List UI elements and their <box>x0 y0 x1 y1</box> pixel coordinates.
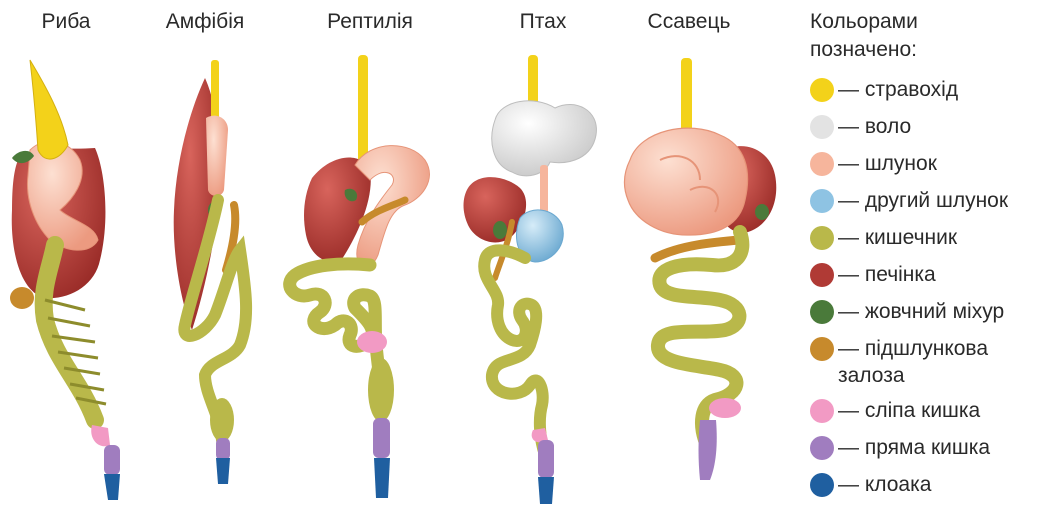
color-legend: Кольорами позначено: — стравохід — воло … <box>810 8 1042 508</box>
cloaca-color-swatch <box>810 473 834 497</box>
reptile-rectum <box>373 418 390 458</box>
mammal-rectum <box>699 420 717 480</box>
legend-label: — другий шлунок <box>838 187 1008 214</box>
legend-item-liver: — печінка <box>810 261 1042 298</box>
legend-item-stomach: — шлунок <box>810 150 1042 187</box>
reptile-cloaca <box>374 458 390 498</box>
intestine-color-swatch <box>810 226 834 250</box>
digestive-systems-figure: Риба Амфібія Рептилія Птах Ссавець <box>0 0 800 516</box>
reptile-caecum <box>357 331 387 353</box>
legend-label: — стравохід <box>838 76 958 103</box>
mammal-stomach <box>624 128 747 235</box>
legend-item-pancreas: — підшлункова залоза <box>810 335 1042 397</box>
mammal-digestive-system <box>624 58 776 480</box>
crop-color-swatch <box>810 115 834 139</box>
caecum-color-swatch <box>810 399 834 423</box>
rectum-color-swatch <box>810 436 834 460</box>
amphibian-rectum <box>216 438 230 460</box>
legend-items: — стравохід — воло — шлунок — другий шлу… <box>810 76 1042 508</box>
mammal-gallbladder <box>755 204 769 220</box>
amphibian-cloaca <box>216 458 230 484</box>
legend-label: — клоака <box>838 471 931 498</box>
legend-item-intestine: — кишечник <box>810 224 1042 261</box>
esophagus-color-swatch <box>810 78 834 102</box>
legend-item-second-stomach: — другий шлунок <box>810 187 1042 224</box>
fish-digestive-system <box>10 60 120 500</box>
legend-label: — воло <box>838 113 911 140</box>
amphibian-stomach <box>206 116 228 196</box>
legend-item-crop: — воло <box>810 113 1042 150</box>
bird-intestine <box>484 250 545 455</box>
legend-title: Кольорами позначено: <box>810 8 960 64</box>
fish-caecum <box>91 425 110 446</box>
bird-crop <box>492 101 597 176</box>
gallbladder-color-swatch <box>810 300 834 324</box>
pancreas-color-swatch <box>810 337 834 361</box>
bird-rectum <box>538 440 554 478</box>
reptile-digestive-system <box>290 55 430 498</box>
amphibian-digestive-system <box>174 60 246 484</box>
fish-cloaca <box>104 474 120 500</box>
legend-item-gallbladder: — жовчний міхур <box>810 298 1042 335</box>
legend-item-rectum: — пряма кишка <box>810 434 1042 471</box>
legend-label: — підшлункова залоза <box>838 335 1008 389</box>
fish-esophagus <box>30 60 68 159</box>
second-stomach-color-swatch <box>810 189 834 213</box>
digestive-organs-drawing <box>0 0 800 516</box>
bird-digestive-system <box>464 55 597 504</box>
legend-label: — пряма кишка <box>838 434 990 461</box>
mammal-pancreas <box>655 240 740 258</box>
legend-label: — жовчний міхур <box>838 298 1004 325</box>
legend-item-caecum: — сліпа кишка <box>810 397 1042 434</box>
bird-cloaca <box>538 477 554 504</box>
stomach-color-swatch <box>810 152 834 176</box>
legend-label: — сліпа кишка <box>838 397 980 424</box>
legend-label: — печінка <box>838 261 936 288</box>
legend-label: — шлунок <box>838 150 937 177</box>
liver-color-swatch <box>810 263 834 287</box>
reptile-esophagus <box>358 55 368 165</box>
bird-gallbladder <box>493 221 507 239</box>
fish-pancreas <box>10 287 34 309</box>
legend-item-cloaca: — клоака <box>810 471 1042 508</box>
legend-item-esophagus: — стравохід <box>810 76 1042 113</box>
fish-rectum <box>104 445 120 475</box>
amphibian-esophagus <box>211 60 219 120</box>
mammal-caecum <box>709 398 741 418</box>
legend-label: — кишечник <box>838 224 957 251</box>
reptile-intestine <box>290 264 382 392</box>
